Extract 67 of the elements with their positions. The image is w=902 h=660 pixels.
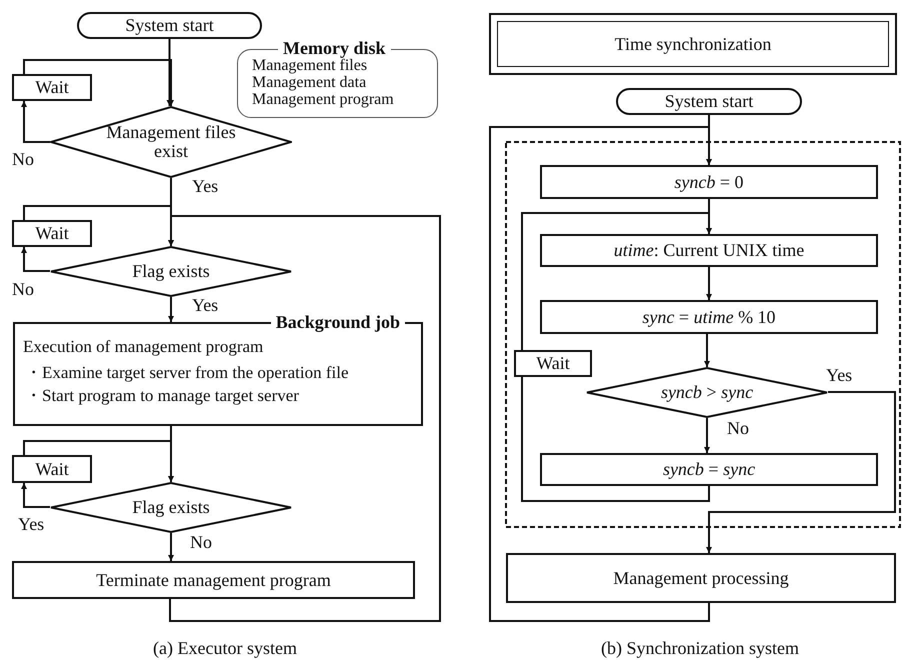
decision-label: Flag exists [132, 497, 210, 518]
arrow [521, 212, 712, 350]
decision-label: syncb > sync [660, 382, 754, 402]
process-box [12, 561, 415, 599]
process-label: syncb = 0 [674, 172, 744, 192]
process-box [12, 220, 92, 247]
process-box [540, 453, 878, 486]
process-box [540, 300, 878, 334]
edge-label: No [190, 533, 212, 551]
arrow [21, 483, 50, 508]
terminal-pill [616, 88, 802, 115]
body-text: ・Start program to manage target server [25, 386, 300, 405]
arrow [704, 334, 710, 367]
process-label: Wait [35, 78, 69, 97]
list-item: Management data [252, 74, 368, 92]
process-label: Wait [536, 354, 570, 373]
process-box [540, 165, 878, 199]
body-text: ・Examine target server from the operation file [25, 364, 350, 382]
group-heading: Background job [270, 313, 405, 332]
caption: (a) Executor system [153, 638, 297, 659]
process-box [506, 553, 896, 603]
arrow [706, 267, 712, 300]
edge-label: No [12, 150, 34, 168]
edge-label: No [727, 419, 749, 437]
process-box [12, 455, 92, 483]
decision-diamond [50, 106, 292, 178]
arrow [23, 59, 174, 106]
arrow [704, 418, 710, 453]
process-label: utime: Current UNIX time [614, 241, 804, 260]
arrow [168, 297, 174, 322]
list-item: Management files [252, 58, 368, 75]
decision-diamond [586, 367, 828, 418]
process-label: Wait [35, 224, 69, 243]
arrow [21, 247, 50, 272]
arrow [21, 101, 50, 143]
decision-diamond [50, 246, 292, 297]
arrow [23, 440, 174, 482]
arrow [489, 126, 712, 622]
arrow [166, 39, 172, 106]
process-box [12, 74, 92, 101]
edge-label: Yes [192, 296, 218, 314]
process-label: Wait [35, 460, 69, 478]
arrow [706, 391, 896, 553]
decision-diamond [50, 482, 292, 533]
process-label: Terminate management program [96, 570, 331, 590]
edge-label: No [12, 280, 34, 298]
title-box [489, 13, 897, 75]
arrow [168, 215, 441, 622]
process-label: sync = utime % 10 [642, 308, 776, 326]
edge-label: Yes [18, 515, 44, 533]
group-heading: Memory disk [278, 39, 390, 58]
process-box [540, 234, 878, 267]
body-text: Execution of management program [23, 338, 264, 356]
edge-label: Yes [192, 177, 218, 195]
terminal-pill [77, 12, 262, 39]
process-label: syncb = sync [662, 460, 756, 479]
process-box [514, 350, 592, 377]
arrow [168, 533, 174, 561]
terminal-label: System start [664, 92, 754, 111]
terminal-label: System start [125, 16, 214, 35]
edge-label: Yes [826, 366, 852, 384]
title-label: Time synchronization [614, 34, 772, 54]
process-label: Management processing [613, 568, 789, 588]
decision-label: Flag exists [132, 261, 210, 282]
decision-label: Management files exist [106, 122, 236, 161]
caption: (b) Synchronization system [601, 638, 799, 659]
list-item: Management program [252, 92, 395, 108]
